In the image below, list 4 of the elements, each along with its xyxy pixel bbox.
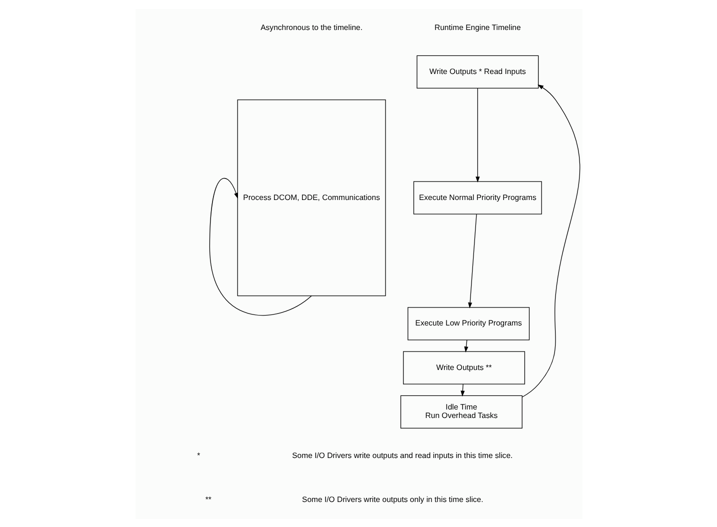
arrow [521,84,580,397]
arrow [468,213,476,308]
arrow [475,88,480,182]
arrow [460,383,464,396]
